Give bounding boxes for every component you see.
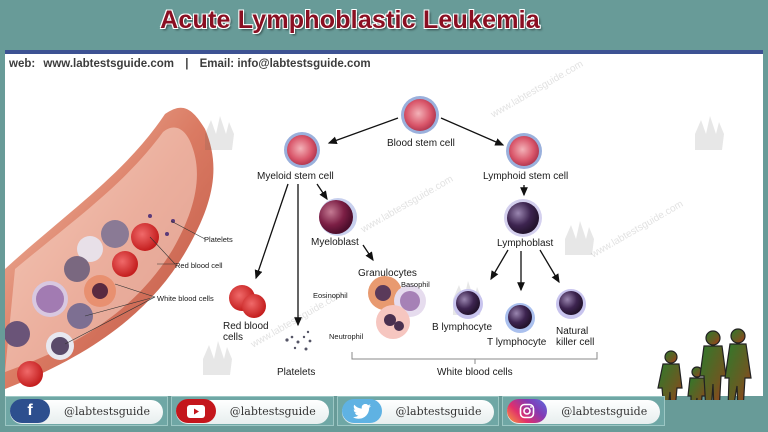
label-myeloid-stem-cell: Myeloid stem cell (257, 171, 334, 182)
instagram-icon (507, 399, 548, 423)
email-label: Email: (199, 58, 235, 70)
label-red-blood-cells: Red blood cells (223, 321, 269, 343)
bottom-frame (0, 426, 768, 432)
label-lymphoblast: Lymphoblast (497, 238, 554, 249)
label-blood-stem-cell: Blood stem cell (387, 138, 455, 149)
content-panel: web: www.labtestsguide.com | Email: info… (5, 50, 763, 400)
page-title: Acute Lymphoblastic Leukemia (160, 6, 540, 34)
family-silhouette (657, 328, 752, 400)
label-b-lymphocyte: B lymphocyte (432, 322, 493, 333)
youtube-handle: @labtestsguide (229, 404, 316, 418)
vessel-label-red-blood-cell: Red blood cell (175, 261, 223, 270)
label-myeloblast: Myeloblast (311, 237, 359, 248)
label-natural-killer-cell: Natural killer cell (556, 326, 595, 348)
social-youtube[interactable]: @labtestsguide (170, 396, 334, 426)
label-t-lymphocyte: T lymphocyte (487, 337, 547, 348)
email-link[interactable]: info@labtestsguide.com (237, 58, 371, 70)
social-twitter[interactable]: @labtestsguide (336, 396, 500, 426)
blood-vessel (5, 107, 214, 389)
label-neutrophil: Neutrophil (329, 332, 364, 341)
web-link[interactable]: www.labtestsguide.com (43, 58, 174, 70)
facebook-icon: f (10, 399, 50, 423)
social-facebook[interactable]: f @labtestsguide (5, 396, 168, 426)
label-basophil: Basophil (401, 280, 430, 289)
diagram-illustration (5, 96, 752, 400)
social-footer: f @labtestsguide @labtestsguide @labtest… (5, 396, 665, 426)
label-granulocytes: Granulocytes (358, 268, 417, 279)
contact-line: web: www.labtestsguide.com | Email: info… (9, 58, 371, 70)
twitter-icon (341, 399, 382, 423)
social-instagram[interactable]: @labtestsguide (502, 396, 665, 426)
facebook-handle: @labtestsguide (64, 404, 150, 418)
vessel-label-platelets: Platelets (204, 235, 233, 244)
contact-separator: | (185, 58, 189, 70)
label-lymphoid-stem-cell: Lymphoid stem cell (483, 171, 569, 182)
label-eosinophil: Eosinophil (313, 291, 348, 300)
youtube-icon (175, 399, 216, 423)
label-white-blood-cells: White blood cells (437, 367, 513, 378)
instagram-handle: @labtestsguide (561, 404, 648, 418)
twitter-handle: @labtestsguide (395, 404, 482, 418)
label-platelets: Platelets (277, 367, 316, 378)
vessel-label-white-blood-cells: White blood cells (157, 294, 214, 303)
web-label: web: (9, 58, 36, 70)
